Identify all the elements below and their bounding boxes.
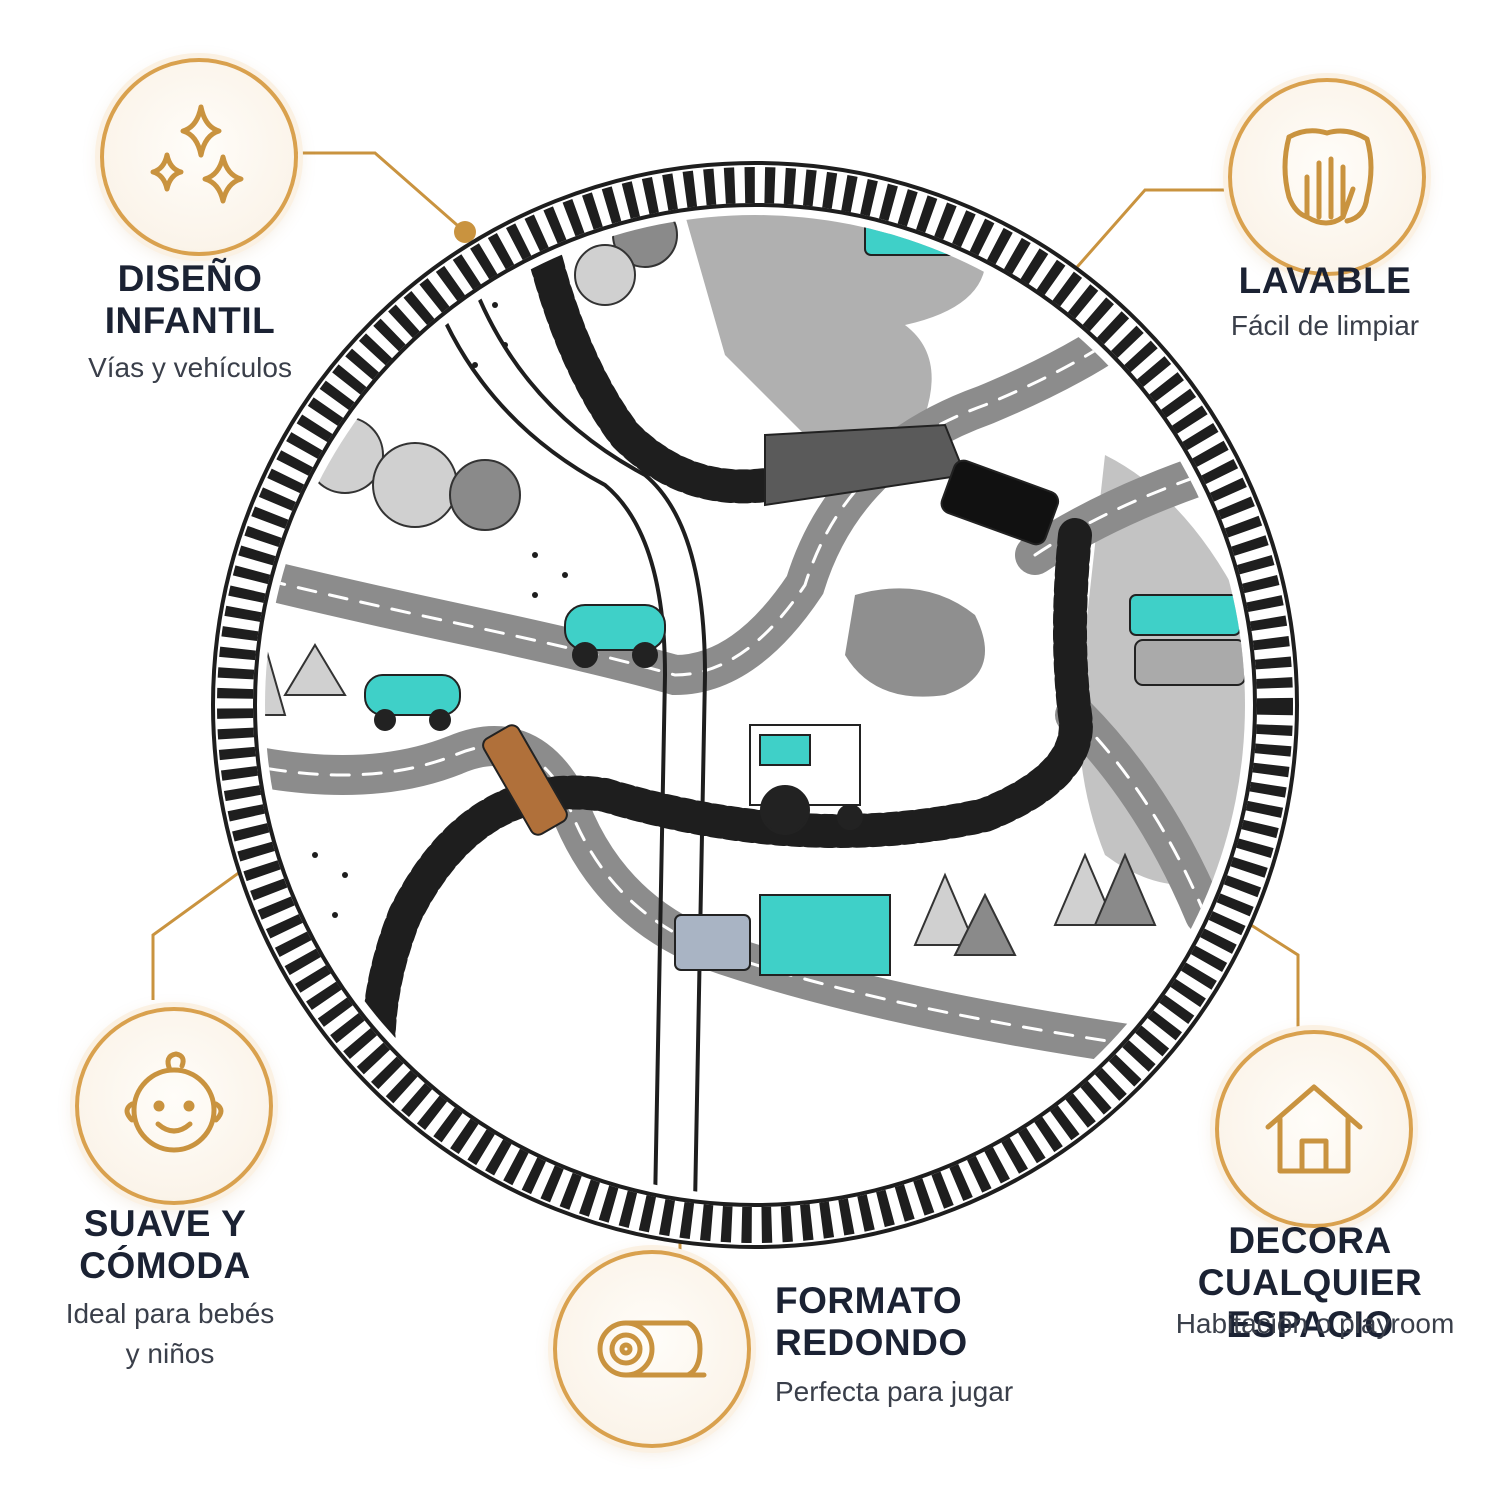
feature-title-diseno: DISEÑO INFANTIL: [104, 258, 276, 341]
play-mat-image: [211, 161, 1299, 1249]
hand-wipe-icon: [1282, 128, 1374, 226]
feature-title-decora: DECORA CUALQUIER ESPACIO: [1197, 1220, 1423, 1345]
feature-subtitle-formato: Perfecta para jugar: [775, 1376, 1014, 1407]
feature-badge-decora: [1215, 1030, 1413, 1228]
feature-badge-lavable: [1228, 78, 1426, 276]
feature-subtitle-suave: Ideal para bebés y niños: [65, 1298, 275, 1369]
baby-face-icon: [124, 1051, 224, 1153]
feature-badge-diseno: [100, 58, 298, 256]
feature-subtitle-decora: Habitación o playroom: [1175, 1308, 1455, 1339]
feature-title-formato: FORMATO REDONDO: [775, 1280, 968, 1363]
feature-title-suave: SUAVE Y CÓMODA: [79, 1203, 251, 1286]
rolled-mat-icon: [597, 1320, 707, 1378]
feature-subtitle-lavable: Fácil de limpiar: [1230, 310, 1420, 341]
feature-subtitle-diseno: Vías y vehículos: [88, 352, 292, 383]
sparkles-icon: [150, 104, 244, 204]
feature-badge-suave: [75, 1007, 273, 1205]
feature-title-lavable: LAVABLE: [1238, 260, 1412, 301]
house-icon: [1265, 1084, 1363, 1174]
feature-badge-formato: [553, 1250, 751, 1448]
